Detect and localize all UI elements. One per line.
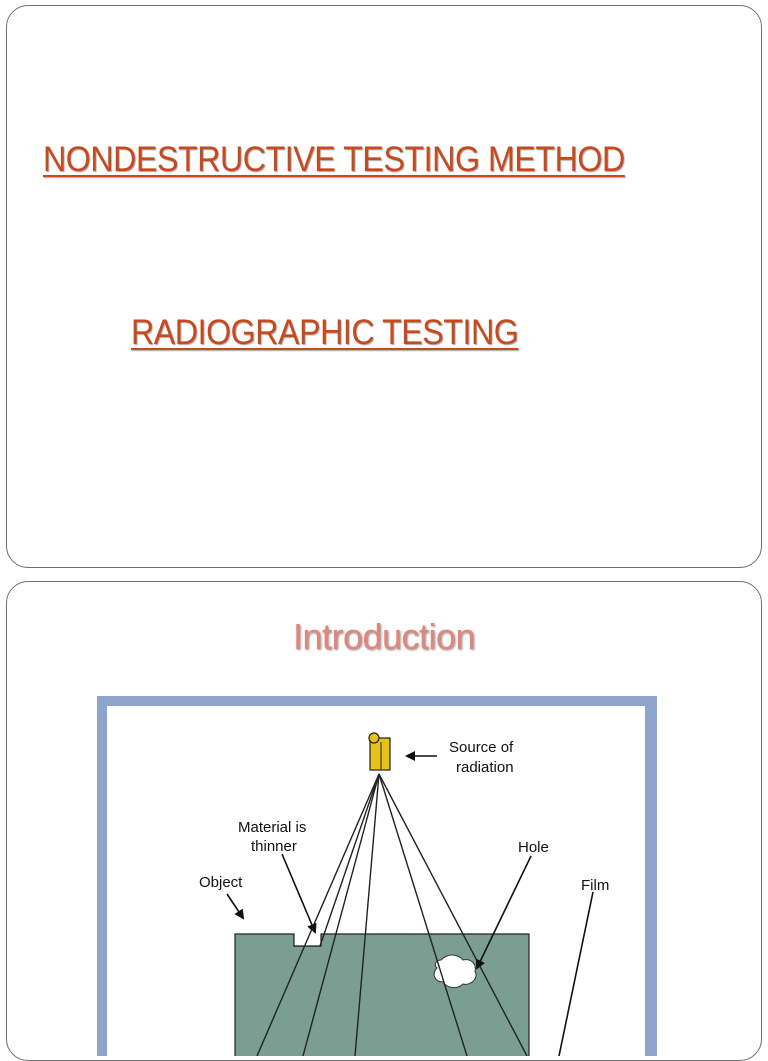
- slide-heading: Introduction: [292, 616, 476, 657]
- source-label-line1: Source of: [449, 739, 514, 756]
- radiography-figure-frame: Source of radiation Material is thinner …: [97, 696, 657, 1056]
- film-label: Film: [581, 877, 609, 894]
- object-label: Object: [199, 874, 243, 891]
- title-slide: NONDESTRUCTIVE TESTING METHOD RADIOGRAPH…: [6, 5, 762, 568]
- introduction-slide: Introduction: [6, 581, 762, 1061]
- radiation-source-icon: [368, 732, 391, 771]
- thinner-label-line2: thinner: [251, 838, 297, 855]
- source-label-line2: radiation: [456, 759, 514, 776]
- hole-label: Hole: [518, 839, 549, 856]
- main-title: NONDESTRUCTIVE TESTING METHOD: [43, 140, 625, 179]
- radiation-rays: [256, 773, 528, 1056]
- radiography-diagram: Source of radiation Material is thinner …: [199, 732, 609, 1056]
- radiography-figure: Source of radiation Material is thinner …: [107, 706, 645, 1056]
- hole-shape: [433, 954, 477, 989]
- thinner-label-line1: Material is: [238, 819, 306, 836]
- subtitle: RADIOGRAPHIC TESTING: [131, 313, 519, 352]
